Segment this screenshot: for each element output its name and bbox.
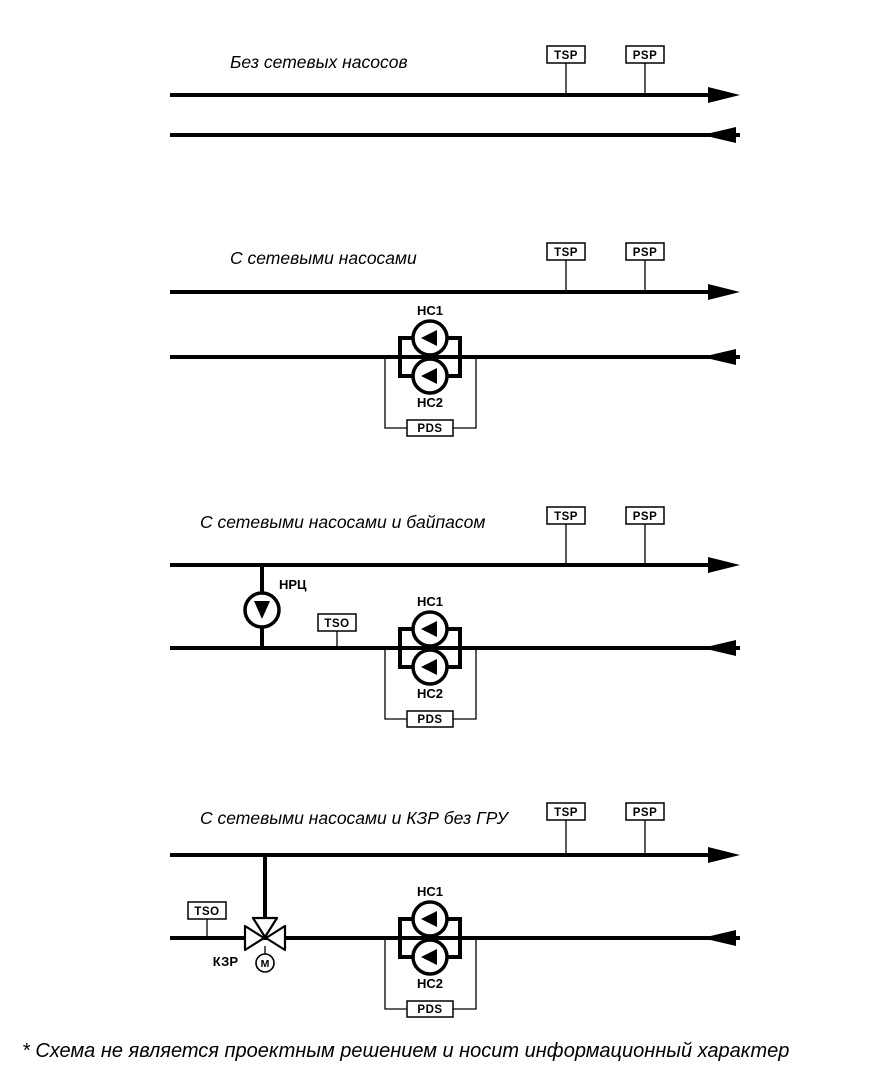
network-pump-group: НС1 НС2 PDS bbox=[384, 594, 477, 728]
flow-arrow-right-icon bbox=[708, 847, 740, 863]
valve-top-port-icon bbox=[251, 916, 279, 939]
pds-sensor-label: PDS bbox=[417, 714, 442, 726]
pump-2-impeller-icon bbox=[421, 949, 437, 965]
sensor-box bbox=[546, 242, 586, 261]
sensor-tsp: TSP bbox=[546, 506, 586, 565]
sensor-box bbox=[625, 802, 665, 821]
flow-arrow-right-icon bbox=[708, 557, 740, 573]
pump-1-label: НС1 bbox=[417, 594, 443, 609]
pds-sensor-label: PDS bbox=[417, 423, 442, 435]
pds-sensor-label: PDS bbox=[417, 1004, 442, 1016]
bypass-branch: НРЦ bbox=[243, 565, 307, 648]
bypass-pump-label: НРЦ bbox=[279, 577, 307, 592]
sensor-label: PSP bbox=[633, 247, 658, 259]
control-valve-assembly: М КЗР bbox=[213, 855, 287, 973]
pump-2-impeller-icon bbox=[421, 368, 437, 384]
sensor-label: TSO bbox=[324, 618, 349, 630]
pds-sensor-box bbox=[406, 710, 454, 728]
pump-1-impeller-icon bbox=[421, 911, 437, 927]
pump-2-label: НС2 bbox=[417, 976, 443, 991]
pds-sensor-box bbox=[406, 1000, 454, 1018]
flow-arrow-right-icon bbox=[708, 284, 740, 300]
sensor-tsp: TSP bbox=[546, 802, 586, 855]
pump-2-impeller-icon bbox=[421, 659, 437, 675]
scheme-title: С сетевыми насосами bbox=[230, 248, 417, 268]
valve-motor-body bbox=[255, 953, 275, 973]
pump-1-impeller-icon bbox=[421, 330, 437, 346]
sensor-label: TSP bbox=[554, 807, 578, 819]
scheme-with-pumps-and-valve: С сетевыми насосами и КЗР без ГРУ TSP PS… bbox=[170, 802, 740, 1018]
sensor-label: TSP bbox=[554, 50, 578, 62]
flow-arrow-left-icon bbox=[702, 349, 736, 365]
sensor-tso: TSO bbox=[187, 901, 227, 938]
sensor-tsp: TSP bbox=[546, 45, 586, 95]
valve-right-port-icon bbox=[264, 924, 287, 952]
sensor-tso: TSO bbox=[317, 613, 357, 648]
sensor-psp: PSP bbox=[625, 45, 665, 95]
valve-label: КЗР bbox=[213, 954, 239, 969]
sensor-box bbox=[187, 901, 227, 920]
pump-1-label: НС1 bbox=[417, 884, 443, 899]
sensor-label: TSP bbox=[554, 511, 578, 523]
sensor-psp: PSP bbox=[625, 506, 665, 565]
sensor-box bbox=[546, 802, 586, 821]
flow-arrow-right-icon bbox=[708, 87, 740, 103]
scheme-with-pumps: С сетевыми насосами TSP PSP НС1 НС2 PDS bbox=[170, 242, 740, 437]
pump-2-label: НС2 bbox=[417, 395, 443, 410]
sensor-label: PSP bbox=[633, 511, 658, 523]
sensor-box bbox=[317, 613, 357, 632]
bypass-pump-impeller-icon bbox=[254, 601, 270, 619]
sensor-box bbox=[546, 506, 586, 525]
sensor-box bbox=[625, 242, 665, 261]
scheme-title: С сетевыми насосами и байпасом bbox=[200, 512, 485, 532]
sensor-box bbox=[625, 45, 665, 64]
valve-left-port-icon bbox=[243, 924, 266, 952]
sensor-label: PSP bbox=[633, 807, 658, 819]
scheme-title: Без сетевых насосов bbox=[230, 52, 408, 72]
sensor-label: TSP bbox=[554, 247, 578, 259]
sensor-label: PSP bbox=[633, 50, 658, 62]
scheme-title: С сетевыми насосами и КЗР без ГРУ bbox=[200, 808, 510, 828]
network-pump-group: НС1 НС2 PDS bbox=[384, 884, 477, 1018]
scheme-with-pumps-and-bypass: С сетевыми насосами и байпасом TSP PSP Н… bbox=[170, 506, 740, 728]
disclaimer-footnote: * Схема не является проектным решением и… bbox=[22, 1040, 789, 1062]
pump-1-impeller-icon bbox=[421, 621, 437, 637]
sensor-box bbox=[546, 45, 586, 64]
flow-arrow-left-icon bbox=[702, 127, 736, 143]
flow-arrow-left-icon bbox=[702, 640, 736, 656]
pds-sensor-box bbox=[406, 419, 454, 437]
flow-arrow-left-icon bbox=[702, 930, 736, 946]
sensor-label: TSO bbox=[194, 906, 219, 918]
scheme-no-pumps: Без сетевых насосов TSP PSP bbox=[170, 45, 740, 143]
sensor-psp: PSP bbox=[625, 242, 665, 292]
network-pump-group: НС1 НС2 PDS bbox=[384, 303, 477, 437]
valve-motor-label: М bbox=[261, 958, 270, 970]
sensor-box bbox=[625, 506, 665, 525]
pump-2-label: НС2 bbox=[417, 686, 443, 701]
pump-1-label: НС1 bbox=[417, 303, 443, 318]
sensor-psp: PSP bbox=[625, 802, 665, 855]
sensor-tsp: TSP bbox=[546, 242, 586, 292]
